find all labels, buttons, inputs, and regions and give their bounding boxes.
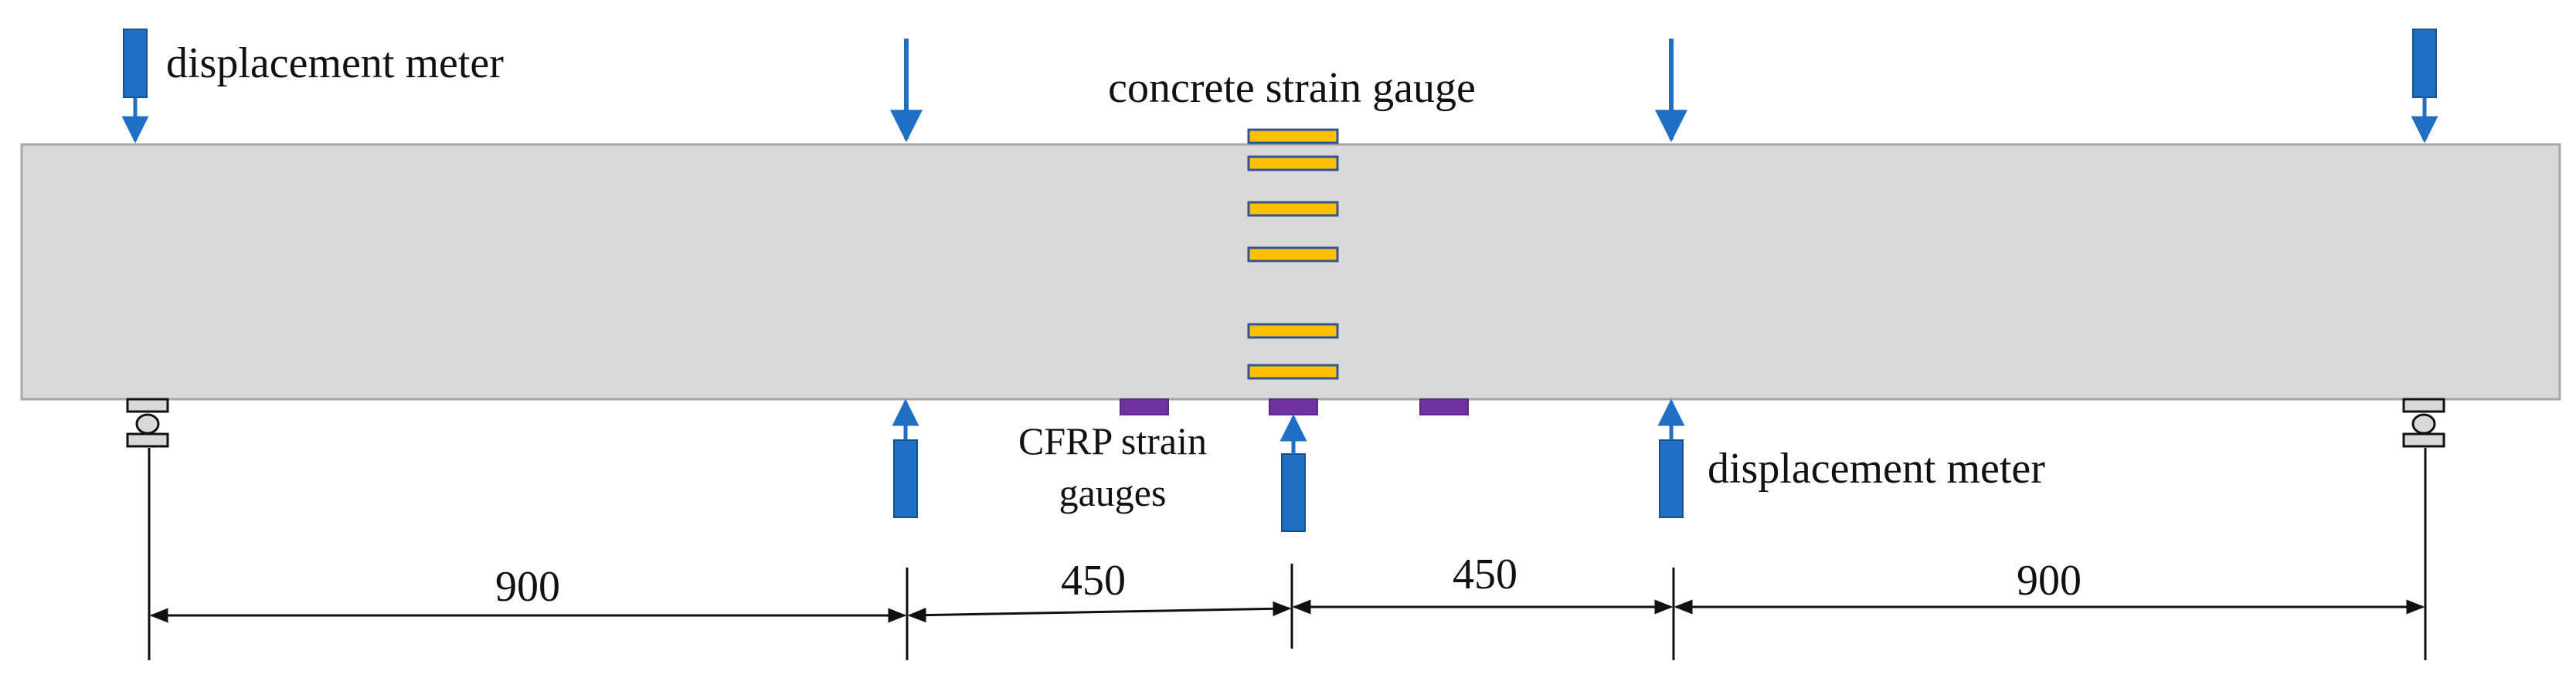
label-displacement-meter-top: displacement meter [166,39,504,87]
dimension-lines [149,599,2425,623]
dimension-line [907,601,1292,623]
dimension-extension-lines [148,448,2427,660]
concrete-strain-gauge [1247,246,1339,263]
cfrp-strain-gauges [1120,398,1469,415]
dimension-label: 450 [1061,557,1126,605]
label-cfrp-strain-line2: gauges [1059,471,1167,514]
concrete-strain-gauge [1247,323,1339,339]
concrete-beam [20,143,2561,401]
displacement-meter-bottom-right [1657,398,1685,518]
displacement-meter-bottom-left [892,398,919,518]
concrete-strain-gauge [1247,364,1339,380]
displacement-meter-bottom-mid [1280,414,1307,532]
dimension-label: 450 [1453,551,1517,598]
label-displacement-meter-bottom: displacement meter [1708,445,2045,493]
cfrp-strain-gauge [1269,398,1318,415]
concrete-strain-gauges [1247,128,1339,380]
label-cfrp-strain-line1: CFRP strain [1018,419,1207,463]
concrete-strain-gauge [1247,201,1339,217]
concrete-strain-gauge [1247,155,1339,171]
displacement-meter-top-right [2411,29,2438,144]
displacement-meter-top-left [121,29,149,144]
cfrp-strain-gauge [1419,398,1469,415]
concrete-strain-gauge [1247,128,1339,144]
dimension-label: 900 [2017,557,2082,605]
label-concrete-strain-gauge: concrete strain gauge [1108,64,1476,112]
roller-support-left [126,398,169,448]
roller-support-right [2402,398,2445,448]
dimension-label: 900 [495,563,560,611]
cfrp-strain-gauge [1120,398,1169,415]
